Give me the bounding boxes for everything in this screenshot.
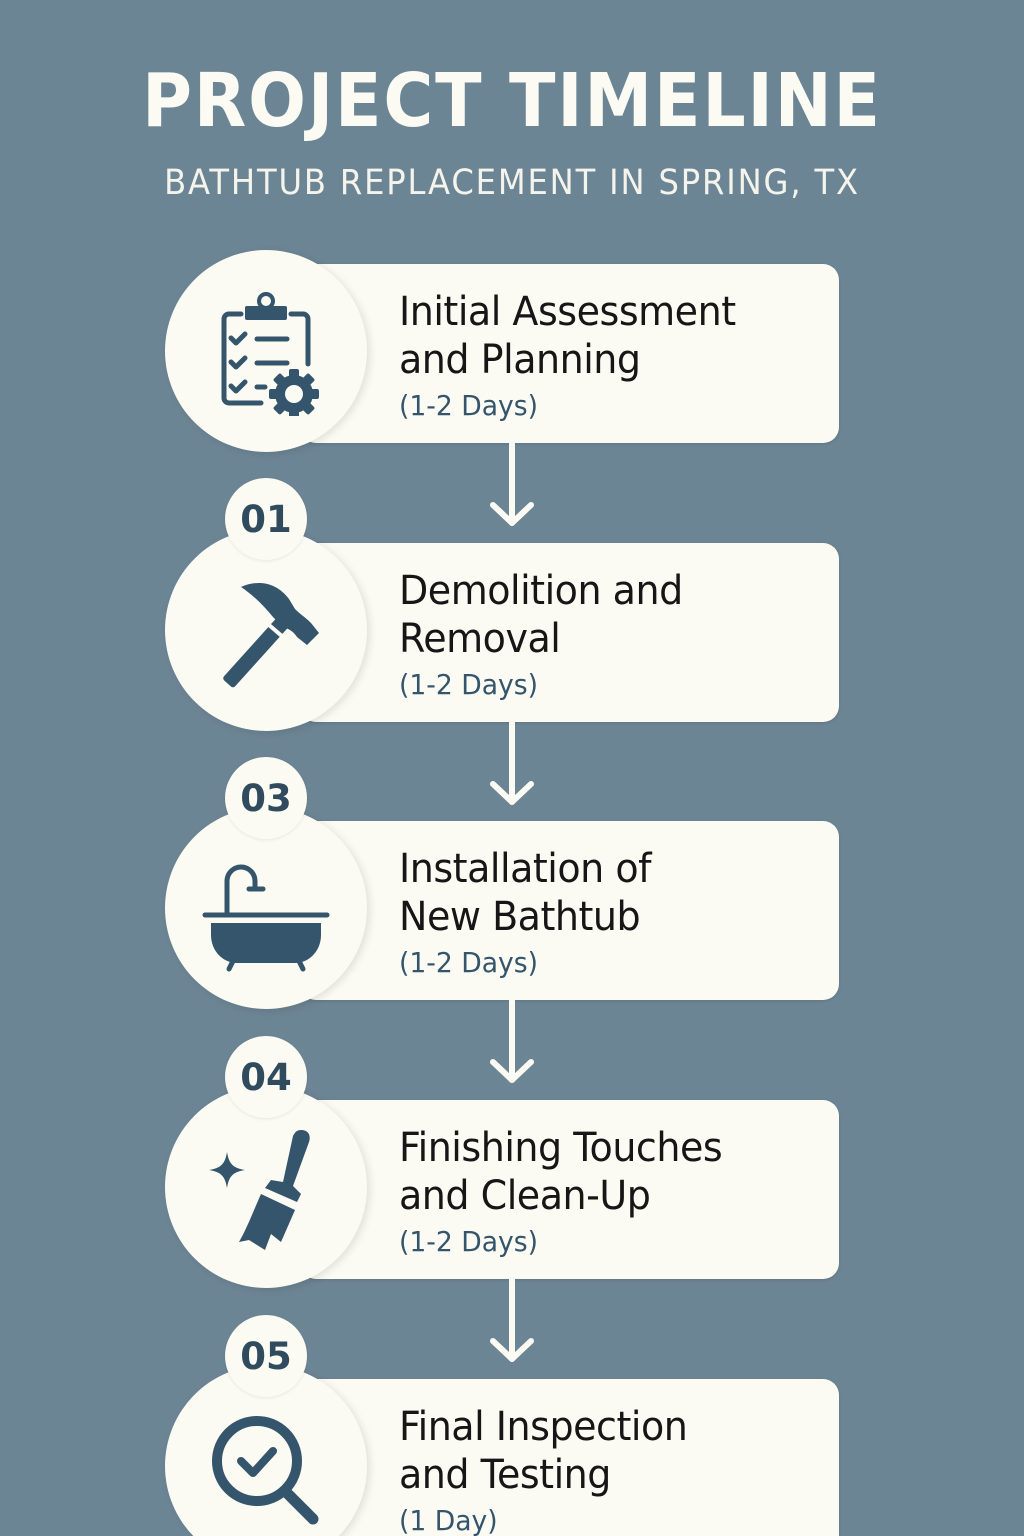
arrow-down-icon: [490, 1000, 534, 1083]
step-icon-circle: [165, 807, 367, 1009]
step-text: Finishing Touches and Clean-Up (1-2 Days…: [399, 1124, 829, 1262]
timeline-step-5: 05 Final Inspection and Testing (1 Day): [0, 1315, 1024, 1536]
step-card: [300, 1100, 839, 1279]
step-icon-circle: [165, 529, 367, 731]
timeline-step-4: 04 Finishing Touches and Clean-Up (1-2 D…: [0, 1036, 1024, 1365]
step-text: Initial Assessment and Planning (1-2 Day…: [399, 288, 829, 426]
arrow-down-icon: [490, 1279, 534, 1362]
step-duration: (1-2 Days): [399, 389, 539, 422]
step-title-line1: Finishing Touches: [399, 1125, 723, 1171]
step-card: [300, 1379, 839, 1536]
step-title-line2: and Planning: [399, 337, 641, 383]
step-number-badge: 04: [225, 1036, 307, 1118]
step-number-badge: 01: [225, 478, 307, 560]
clipboard-gear-icon: [221, 292, 319, 416]
step-number-badge: 05: [225, 1315, 307, 1397]
arrow-down-icon: [490, 443, 534, 526]
step-title-line2: Removal: [399, 616, 561, 662]
step-number-badge: 03: [225, 757, 307, 839]
page-title: PROJECT TIMELINE: [142, 58, 882, 144]
step-title-line2: New Bathtub: [399, 894, 641, 940]
step-title-line1: Final Inspection: [399, 1404, 688, 1450]
step-duration: (1 Day): [399, 1504, 498, 1536]
brush-sparkle-icon: [209, 1130, 310, 1250]
step-title-line1: Initial Assessment: [399, 289, 736, 335]
step-text: Demolition and Removal (1-2 Days): [399, 567, 829, 705]
magnifier-check-icon: [212, 1416, 319, 1525]
step-title-line2: and Testing: [399, 1452, 611, 1498]
arrow-down-icon: [490, 722, 534, 805]
step-duration: (1-2 Days): [399, 1225, 539, 1258]
step-duration: (1-2 Days): [399, 668, 539, 701]
page-subtitle: BATHTUB REPLACEMENT IN SPRING, TX: [164, 163, 860, 203]
step-text: Final Inspection and Testing (1 Day): [399, 1403, 829, 1536]
step-card: [300, 821, 839, 1000]
step-icon-circle: [165, 250, 367, 452]
step-text: Installation of New Bathtub (1-2 Days): [399, 845, 829, 983]
bathtub-icon: [202, 864, 330, 972]
step-duration: (1-2 Days): [399, 946, 539, 979]
timeline-step-1: Initial Assessment and Planning (1-2 Day…: [0, 250, 1024, 529]
timeline-step-3: 03 Installation of New Bathtub (1-2 Days…: [0, 757, 1024, 1086]
step-title-line2: and Clean-Up: [399, 1173, 651, 1219]
hammer-icon: [223, 583, 319, 688]
timeline-step-2: 01 Demolition and Removal (1-2 Days): [0, 478, 1024, 808]
step-card: [300, 264, 839, 443]
step-title-line1: Demolition and: [399, 568, 683, 614]
step-icon-circle: [165, 1086, 367, 1288]
step-title-line1: Installation of: [399, 846, 652, 892]
step-card: [300, 543, 839, 722]
